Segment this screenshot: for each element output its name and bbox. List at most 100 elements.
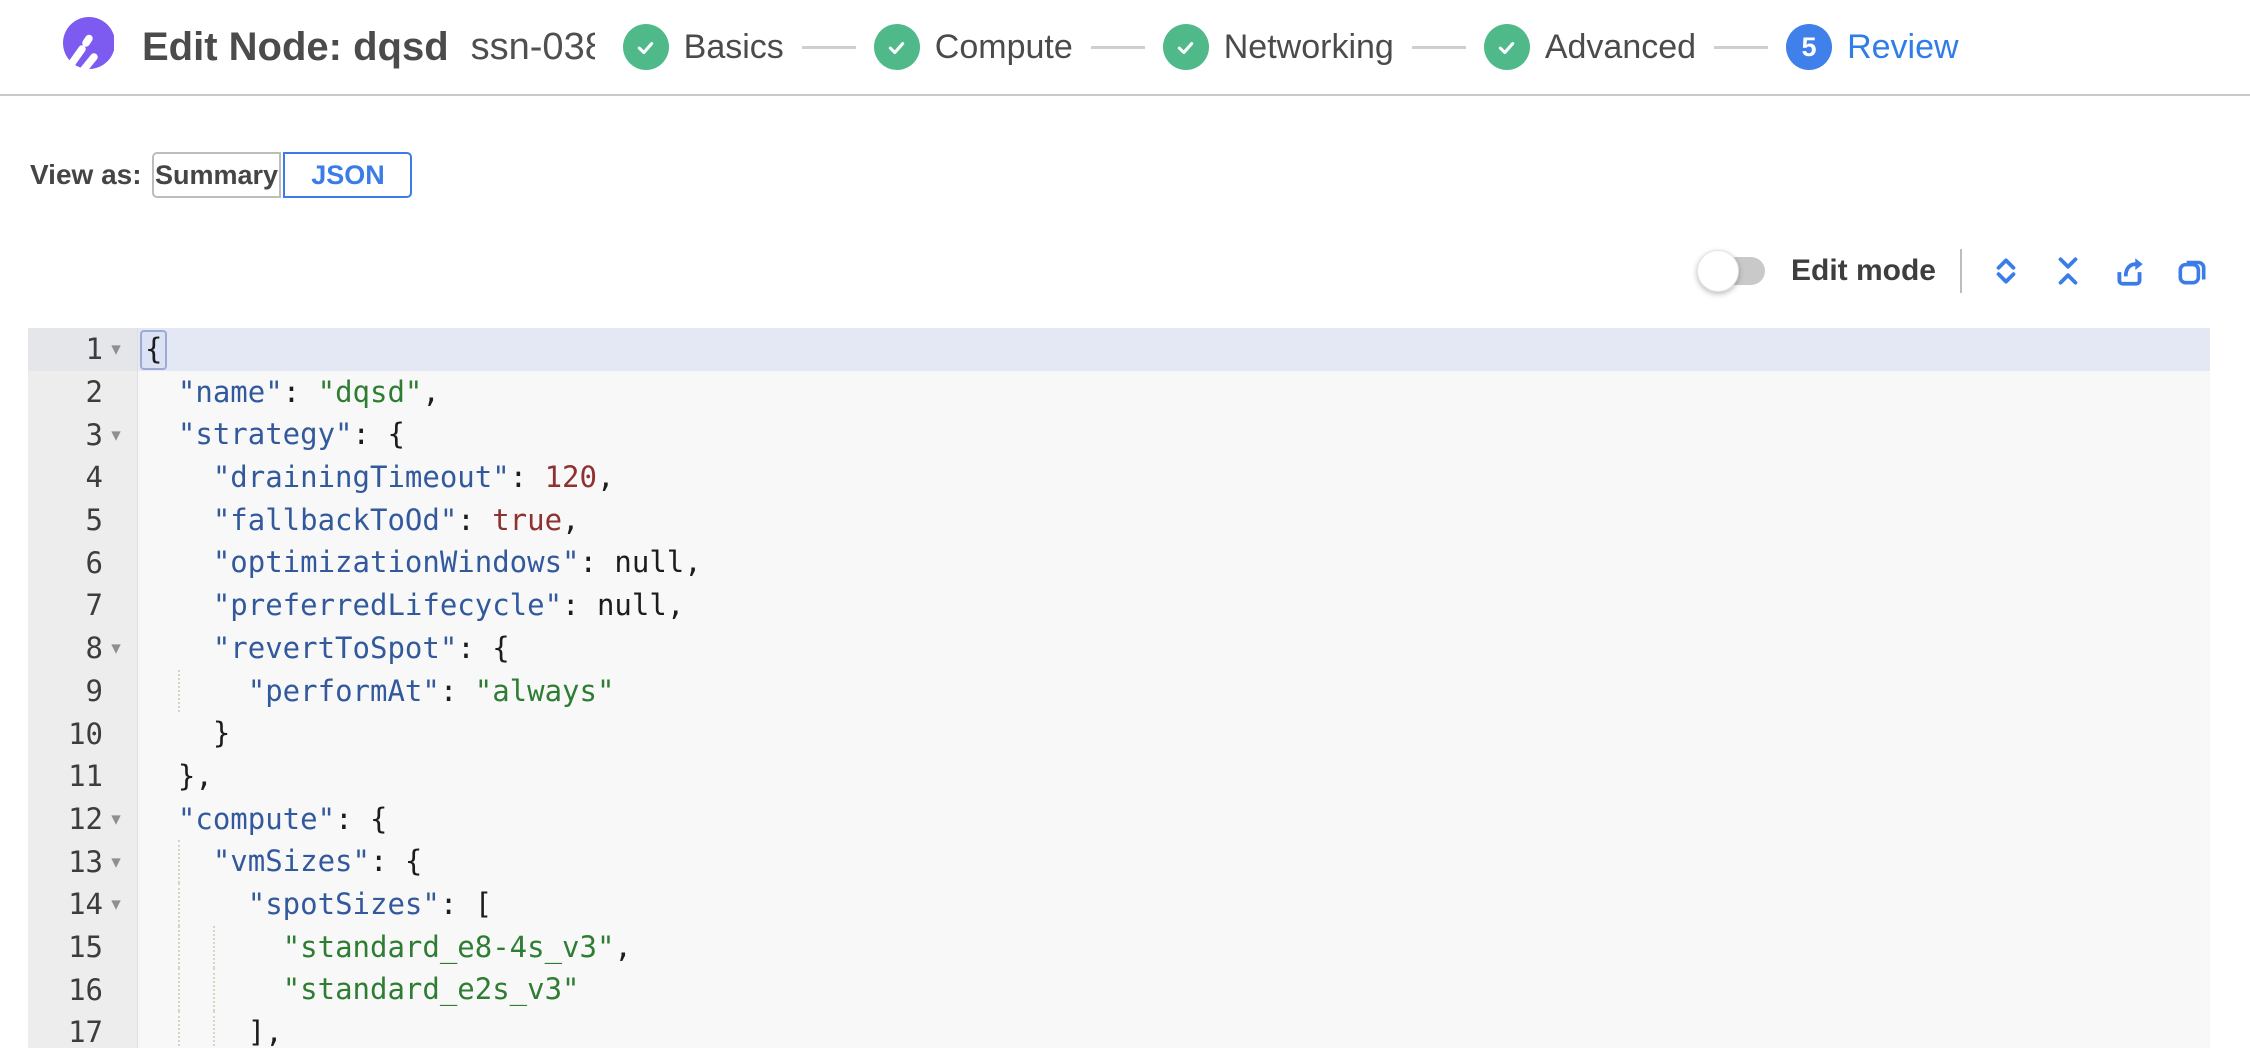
code-line[interactable]: 10 } — [28, 712, 2210, 755]
code-line[interactable]: 9 "performAt": "always" — [28, 669, 2210, 713]
indent-guide — [212, 1011, 215, 1048]
fold-arrow-icon[interactable]: ▾ — [111, 893, 121, 916]
indent-guide — [177, 1011, 180, 1048]
code-content[interactable]: { — [138, 328, 2210, 371]
fold-arrow-icon[interactable]: ▾ — [111, 850, 121, 873]
code-token: : — [562, 588, 597, 623]
code-content[interactable]: "name": "dqsd", — [138, 371, 2210, 414]
line-gutter: 7 — [28, 584, 138, 627]
code-token: : { — [352, 417, 405, 452]
collapse-all-icon[interactable] — [2050, 253, 2086, 289]
line-number: 8 — [85, 631, 103, 666]
code-line[interactable]: 8 ▾ "revertToSpot": { — [28, 626, 2210, 670]
code-token — [143, 588, 213, 622]
fold-arrow-icon[interactable]: ▾ — [111, 338, 121, 361]
code-content[interactable]: "drainingTimeout": 120, — [138, 456, 2210, 499]
indent-guide — [177, 669, 180, 713]
code-content[interactable]: "performAt": "always" — [138, 669, 2210, 713]
line-number: 15 — [68, 929, 103, 964]
code-line[interactable]: 13 ▾ "vmSizes": { — [28, 840, 2210, 883]
json-editor[interactable]: 1▾{2 "name": "dqsd",3▾ "strategy": {4 "d… — [28, 328, 2210, 1048]
code-token — [143, 417, 178, 451]
code-line[interactable]: 14▾ "spotSizes": [ — [28, 882, 2210, 926]
edit-mode-toggle[interactable] — [1696, 250, 1765, 292]
step-connector — [1714, 45, 1769, 49]
line-gutter: 17 — [28, 1011, 138, 1048]
code-line[interactable]: 17 ], — [28, 1011, 2210, 1048]
code-token: , — [684, 545, 702, 580]
code-line[interactable]: 11 }, — [28, 754, 2210, 798]
fold-arrow-icon[interactable]: ▾ — [111, 637, 121, 660]
code-token: , — [666, 588, 685, 623]
code-content[interactable]: "preferredLifecycle": null, — [138, 584, 2210, 627]
indent-guide — [177, 968, 180, 1011]
code-token: "preferredLifecycle" — [212, 588, 563, 623]
code-content[interactable]: "standard_e8-4s_v3", — [138, 925, 2210, 969]
code-token — [143, 375, 178, 409]
expand-all-icon[interactable] — [1988, 253, 2024, 289]
step-compute[interactable]: Compute — [873, 24, 1073, 70]
copy-icon[interactable] — [2174, 253, 2210, 289]
code-content[interactable]: "revertToSpot": { — [138, 627, 2210, 670]
line-gutter: 4 — [28, 456, 138, 499]
step-networking[interactable]: Networking — [1162, 24, 1394, 70]
code-line[interactable]: 6 "optimizationWindows": null, — [28, 541, 2210, 585]
indent-guide — [212, 925, 215, 969]
code-content[interactable]: "vmSizes": { — [138, 840, 2210, 883]
code-token: : — [579, 545, 615, 580]
code-line[interactable]: 5 "fallbackToOd": true, — [28, 498, 2210, 542]
code-token: "always" — [474, 673, 615, 708]
code-token: , — [596, 460, 615, 495]
code-line[interactable]: 16 "standard_e2s_v3" — [28, 968, 2210, 1011]
code-token: }, — [143, 758, 213, 793]
code-content[interactable]: "optimizationWindows": null, — [138, 541, 2210, 584]
indent-guide — [177, 925, 180, 969]
node-id: ssn-038 — [470, 25, 595, 68]
line-gutter: 12▾ — [28, 797, 138, 841]
step-check-icon — [1483, 24, 1530, 70]
code-token — [143, 503, 213, 537]
code-token: null — [614, 545, 685, 580]
code-token — [143, 802, 178, 836]
code-line[interactable]: 3 ▾ "strategy": { — [28, 413, 2210, 457]
code-content[interactable]: "spotSizes": [ — [138, 882, 2210, 926]
code-content[interactable]: ], — [138, 1011, 2210, 1048]
export-icon[interactable] — [2112, 253, 2148, 289]
code-line[interactable]: 1▾{ — [28, 328, 2210, 371]
line-number: 5 — [85, 503, 103, 538]
code-content[interactable]: }, — [138, 755, 2210, 798]
code-token: "drainingTimeout" — [212, 460, 510, 495]
line-number: 13 — [68, 844, 103, 879]
code-token: 120 — [544, 460, 597, 495]
line-number: 11 — [68, 759, 103, 794]
step-label: Review — [1847, 27, 1959, 66]
code-line[interactable]: 7 "preferredLifecycle": null, — [28, 584, 2210, 627]
code-line[interactable]: 12▾ "compute": { — [28, 797, 2210, 841]
line-number: 3 — [85, 417, 103, 452]
code-content[interactable]: "strategy": { — [138, 413, 2210, 456]
code-content[interactable]: "fallbackToOd": true, — [138, 499, 2210, 542]
code-line[interactable]: 4 "drainingTimeout": 120, — [28, 456, 2210, 499]
code-line[interactable]: 15 "standard_e8-4s_v3", — [28, 925, 2210, 969]
step-advanced[interactable]: Advanced — [1483, 24, 1696, 70]
indent-guide — [212, 968, 215, 1011]
code-token — [143, 545, 213, 579]
fold-arrow-icon[interactable]: ▾ — [111, 423, 121, 446]
code-token — [143, 631, 213, 665]
code-content[interactable]: "standard_e2s_v3" — [138, 968, 2210, 1011]
code-token: : — [457, 502, 493, 537]
code-token: "fallbackToOd" — [212, 502, 458, 537]
line-gutter: 5 — [28, 498, 138, 542]
step-basics[interactable]: Basics — [622, 24, 784, 70]
summary-tab[interactable]: Summary — [152, 152, 281, 198]
code-content[interactable]: } — [138, 712, 2210, 755]
code-token: "revertToSpot" — [212, 630, 458, 665]
code-content[interactable]: "compute": { — [138, 798, 2210, 841]
json-tab[interactable]: JSON — [283, 152, 413, 198]
fold-arrow-icon[interactable]: ▾ — [111, 807, 121, 830]
code-token — [143, 887, 248, 921]
code-token: true — [492, 502, 563, 537]
code-line[interactable]: 2 "name": "dqsd", — [28, 370, 2210, 414]
